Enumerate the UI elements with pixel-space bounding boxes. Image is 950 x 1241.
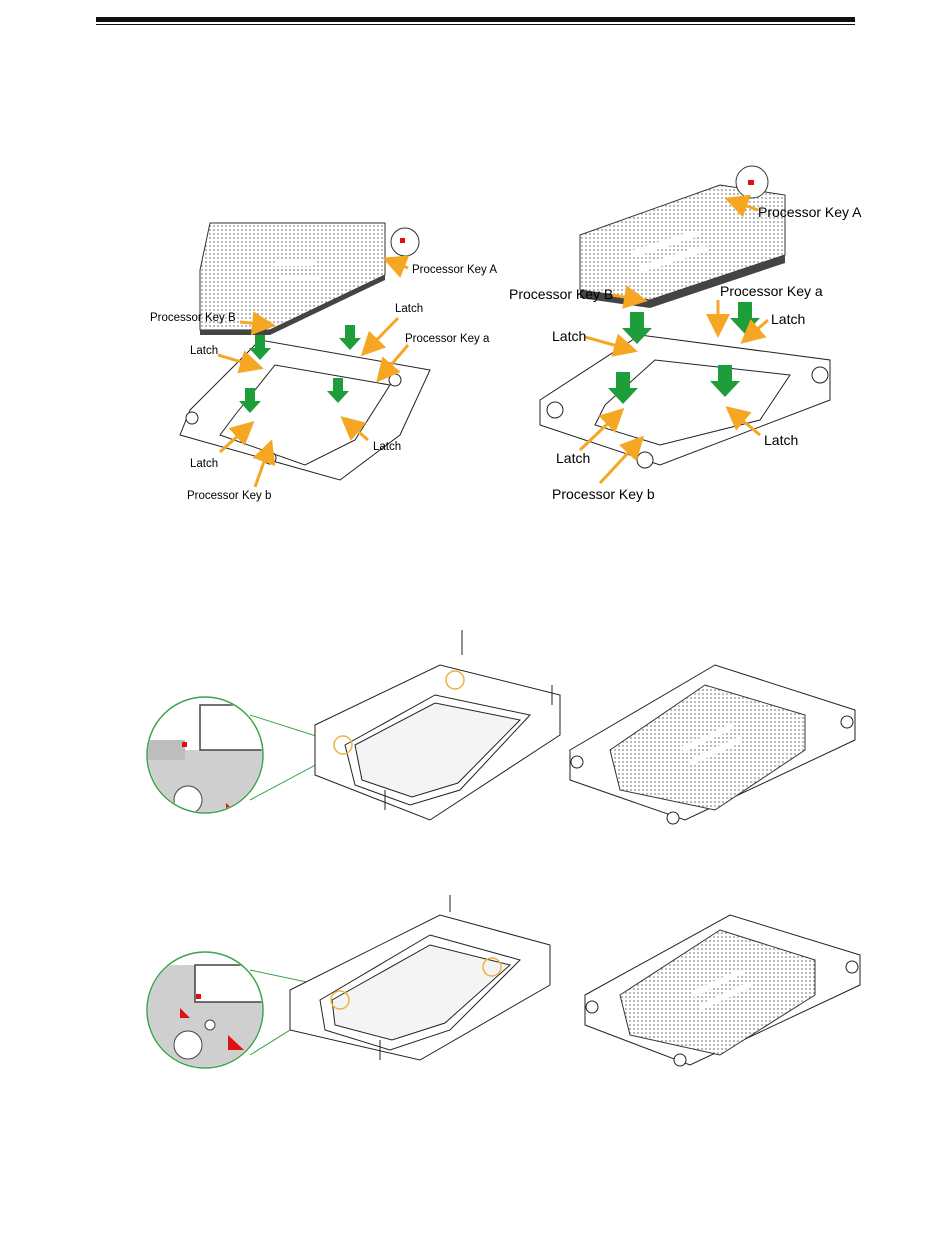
- label-latch-right-2: Latch: [552, 328, 586, 344]
- label-latch-right-1: Latch: [771, 311, 805, 327]
- label-key-B-right: Processor Key B: [509, 286, 613, 302]
- key-A-red-mark-large: [748, 180, 754, 185]
- label-key-b-left: Processor Key b: [187, 490, 271, 502]
- label-key-B-left: Processor Key B: [150, 312, 236, 324]
- figure-carrier-detail-1: [140, 625, 580, 850]
- carrier-empty: [315, 630, 560, 820]
- label-latch-left-2: Latch: [190, 345, 218, 357]
- label-latch-left-3: Latch: [373, 441, 401, 453]
- key-A-red-mark: [400, 238, 405, 243]
- label-key-a-right: Processor Key a: [720, 283, 823, 299]
- figure-carrier-detail-2: [140, 890, 580, 1080]
- label-latch-right-3: Latch: [764, 432, 798, 448]
- label-latch-left-4: Latch: [190, 458, 218, 470]
- carrier-empty-2: [290, 895, 550, 1060]
- figure-processor-in-carrier-2: [580, 895, 870, 1075]
- label-key-b-right: Processor Key b: [552, 486, 655, 502]
- label-latch-right-4: Latch: [556, 450, 590, 466]
- label-key-a-left: Processor Key a: [405, 333, 489, 345]
- label-key-A-left: Processor Key A: [412, 264, 497, 276]
- figure-processor-in-carrier-1: [565, 640, 865, 835]
- header-rule: [96, 17, 855, 22]
- label-key-A-right: Processor Key A: [758, 204, 862, 220]
- header-rule-thin: [96, 24, 855, 25]
- label-latch-left-1: Latch: [395, 303, 423, 315]
